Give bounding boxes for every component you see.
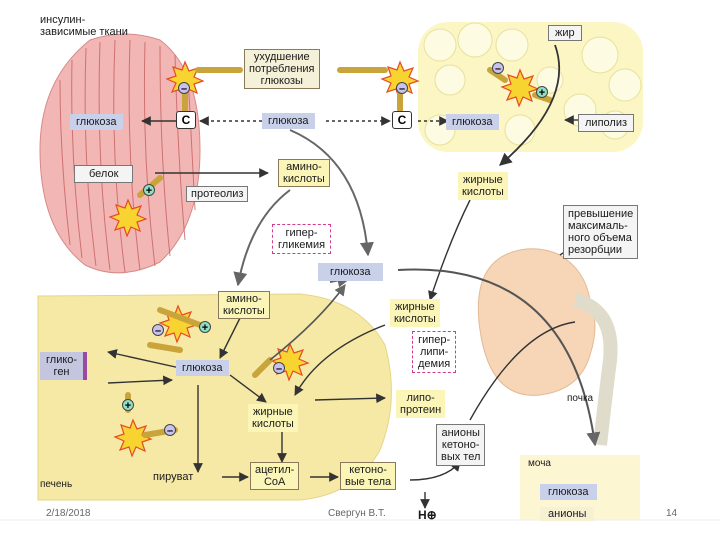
- hyperglycemia-box: гипер- гликемия: [272, 224, 332, 254]
- amino-acids-top-box: амино- кислоты: [278, 159, 330, 187]
- svg-text:+: +: [202, 322, 208, 334]
- glucose-muscle-box: глюкоза: [70, 114, 123, 130]
- liver-label: печень: [40, 479, 73, 490]
- ketone-anions-box: анионы кетоно- вых тел: [436, 424, 486, 466]
- c-left-box: С: [176, 111, 196, 129]
- lipoprotein-box: липо- протеин: [396, 390, 446, 418]
- footer-page-number: 14: [666, 508, 678, 519]
- svg-text:+: +: [146, 185, 152, 197]
- footer-author: Свергун В.Т.: [328, 508, 386, 519]
- impaired-uptake-label: ухудшение потребления глюкозы: [244, 49, 320, 89]
- glycogen-box: глико- ген: [40, 352, 88, 380]
- regulation-signs: – – + – + – + – + –: [122, 62, 548, 437]
- svg-text:–: –: [155, 325, 161, 337]
- glucose-urine-box: глюкоза: [540, 484, 597, 500]
- glucose-liver-box: глюкоза: [176, 360, 229, 376]
- protein-box: белок: [74, 165, 134, 183]
- footer-date: 2/18/2018: [46, 508, 91, 519]
- lipolysis-box: липолиз: [578, 114, 635, 132]
- insulin-tissues-label: инсулин- зависимые ткани: [40, 14, 128, 38]
- fat-box: жир: [548, 25, 582, 41]
- amino-acids-liver-box: амино- кислоты: [218, 291, 270, 319]
- glucose-fat-box: глюкоза: [446, 114, 499, 130]
- fatty-acids-top-box: жирные кислоты: [458, 172, 508, 200]
- glucose-center-box: глюкоза: [318, 263, 383, 281]
- kidney-shape: [477, 248, 596, 396]
- svg-text:–: –: [276, 363, 282, 375]
- svg-text:–: –: [167, 425, 173, 437]
- acetyl-coa-box: ацетил- CoA: [250, 462, 300, 490]
- pyruvate-label: пируват: [153, 471, 194, 483]
- fatty-acids-mid-box: жирные кислоты: [390, 299, 440, 327]
- anions-urine-box: анионы: [540, 507, 595, 521]
- svg-text:–: –: [181, 83, 187, 95]
- threshold-box: превышение максималь- ного объема резорб…: [563, 205, 639, 259]
- glucose-top-box: глюкоза: [262, 113, 315, 129]
- regulation-arrows: [125, 67, 553, 438]
- c-right-box: С: [392, 111, 412, 129]
- liver-shape: [37, 293, 392, 501]
- h-plus-label: H⊕: [418, 508, 437, 522]
- proteolysis-box: протеолиз: [186, 186, 249, 202]
- fatty-acids-liver-box: жирные кислоты: [248, 404, 298, 432]
- svg-text:+: +: [125, 400, 131, 412]
- svg-text:–: –: [495, 63, 501, 75]
- svg-text:+: +: [539, 87, 545, 99]
- kidney-label: почка: [567, 393, 594, 404]
- flow-arrows: [107, 44, 601, 509]
- ketone-bodies-box: кетоно- вые тела: [340, 462, 397, 490]
- hyperlipidemia-box: гипер- липи- демия: [412, 331, 457, 373]
- urine-label: моча: [528, 458, 551, 469]
- svg-text:–: –: [399, 83, 405, 95]
